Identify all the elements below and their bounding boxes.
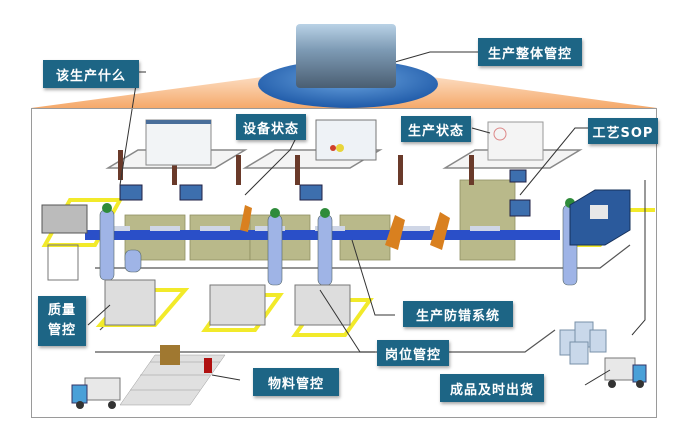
- truck-outbound: [604, 357, 647, 388]
- label-material-control: 物料管控: [253, 368, 339, 396]
- label-quality-control-line2: 管控: [47, 323, 76, 338]
- robots: [240, 205, 450, 250]
- material-pallet: [160, 345, 180, 365]
- label-what-to-produce: 该生产什么: [43, 60, 139, 88]
- finished-goods-rack: [569, 189, 631, 246]
- carts: [104, 279, 351, 326]
- label-finished-goods-shipping: 成品及时出货: [440, 374, 544, 402]
- truck-inbound: [71, 377, 121, 409]
- label-process-sop: 工艺SOP: [588, 118, 658, 144]
- control-room-image: [296, 24, 396, 88]
- worker-hats: [102, 198, 575, 218]
- label-quality-control-line1: 质量: [47, 303, 76, 318]
- raw-material-stack: [41, 204, 88, 281]
- line-monitors: [119, 169, 531, 217]
- label-overall-production-control: 生产整体管控: [478, 38, 582, 66]
- dashboard-screens: [145, 119, 544, 166]
- andon-towers: [118, 150, 474, 185]
- agv-robot: [204, 358, 212, 373]
- workers: [99, 204, 578, 286]
- label-production-status: 生产状态: [401, 116, 471, 142]
- label-post-control: 岗位管控: [377, 340, 449, 366]
- factory-frame: [31, 108, 657, 418]
- label-quality-control: 质量 管控: [38, 296, 86, 346]
- label-error-proofing-system: 生产防错系统: [403, 301, 513, 327]
- label-equipment-status: 设备状态: [236, 114, 306, 140]
- warehouse-buildings: [559, 321, 607, 365]
- warehouse-grid: [119, 354, 226, 406]
